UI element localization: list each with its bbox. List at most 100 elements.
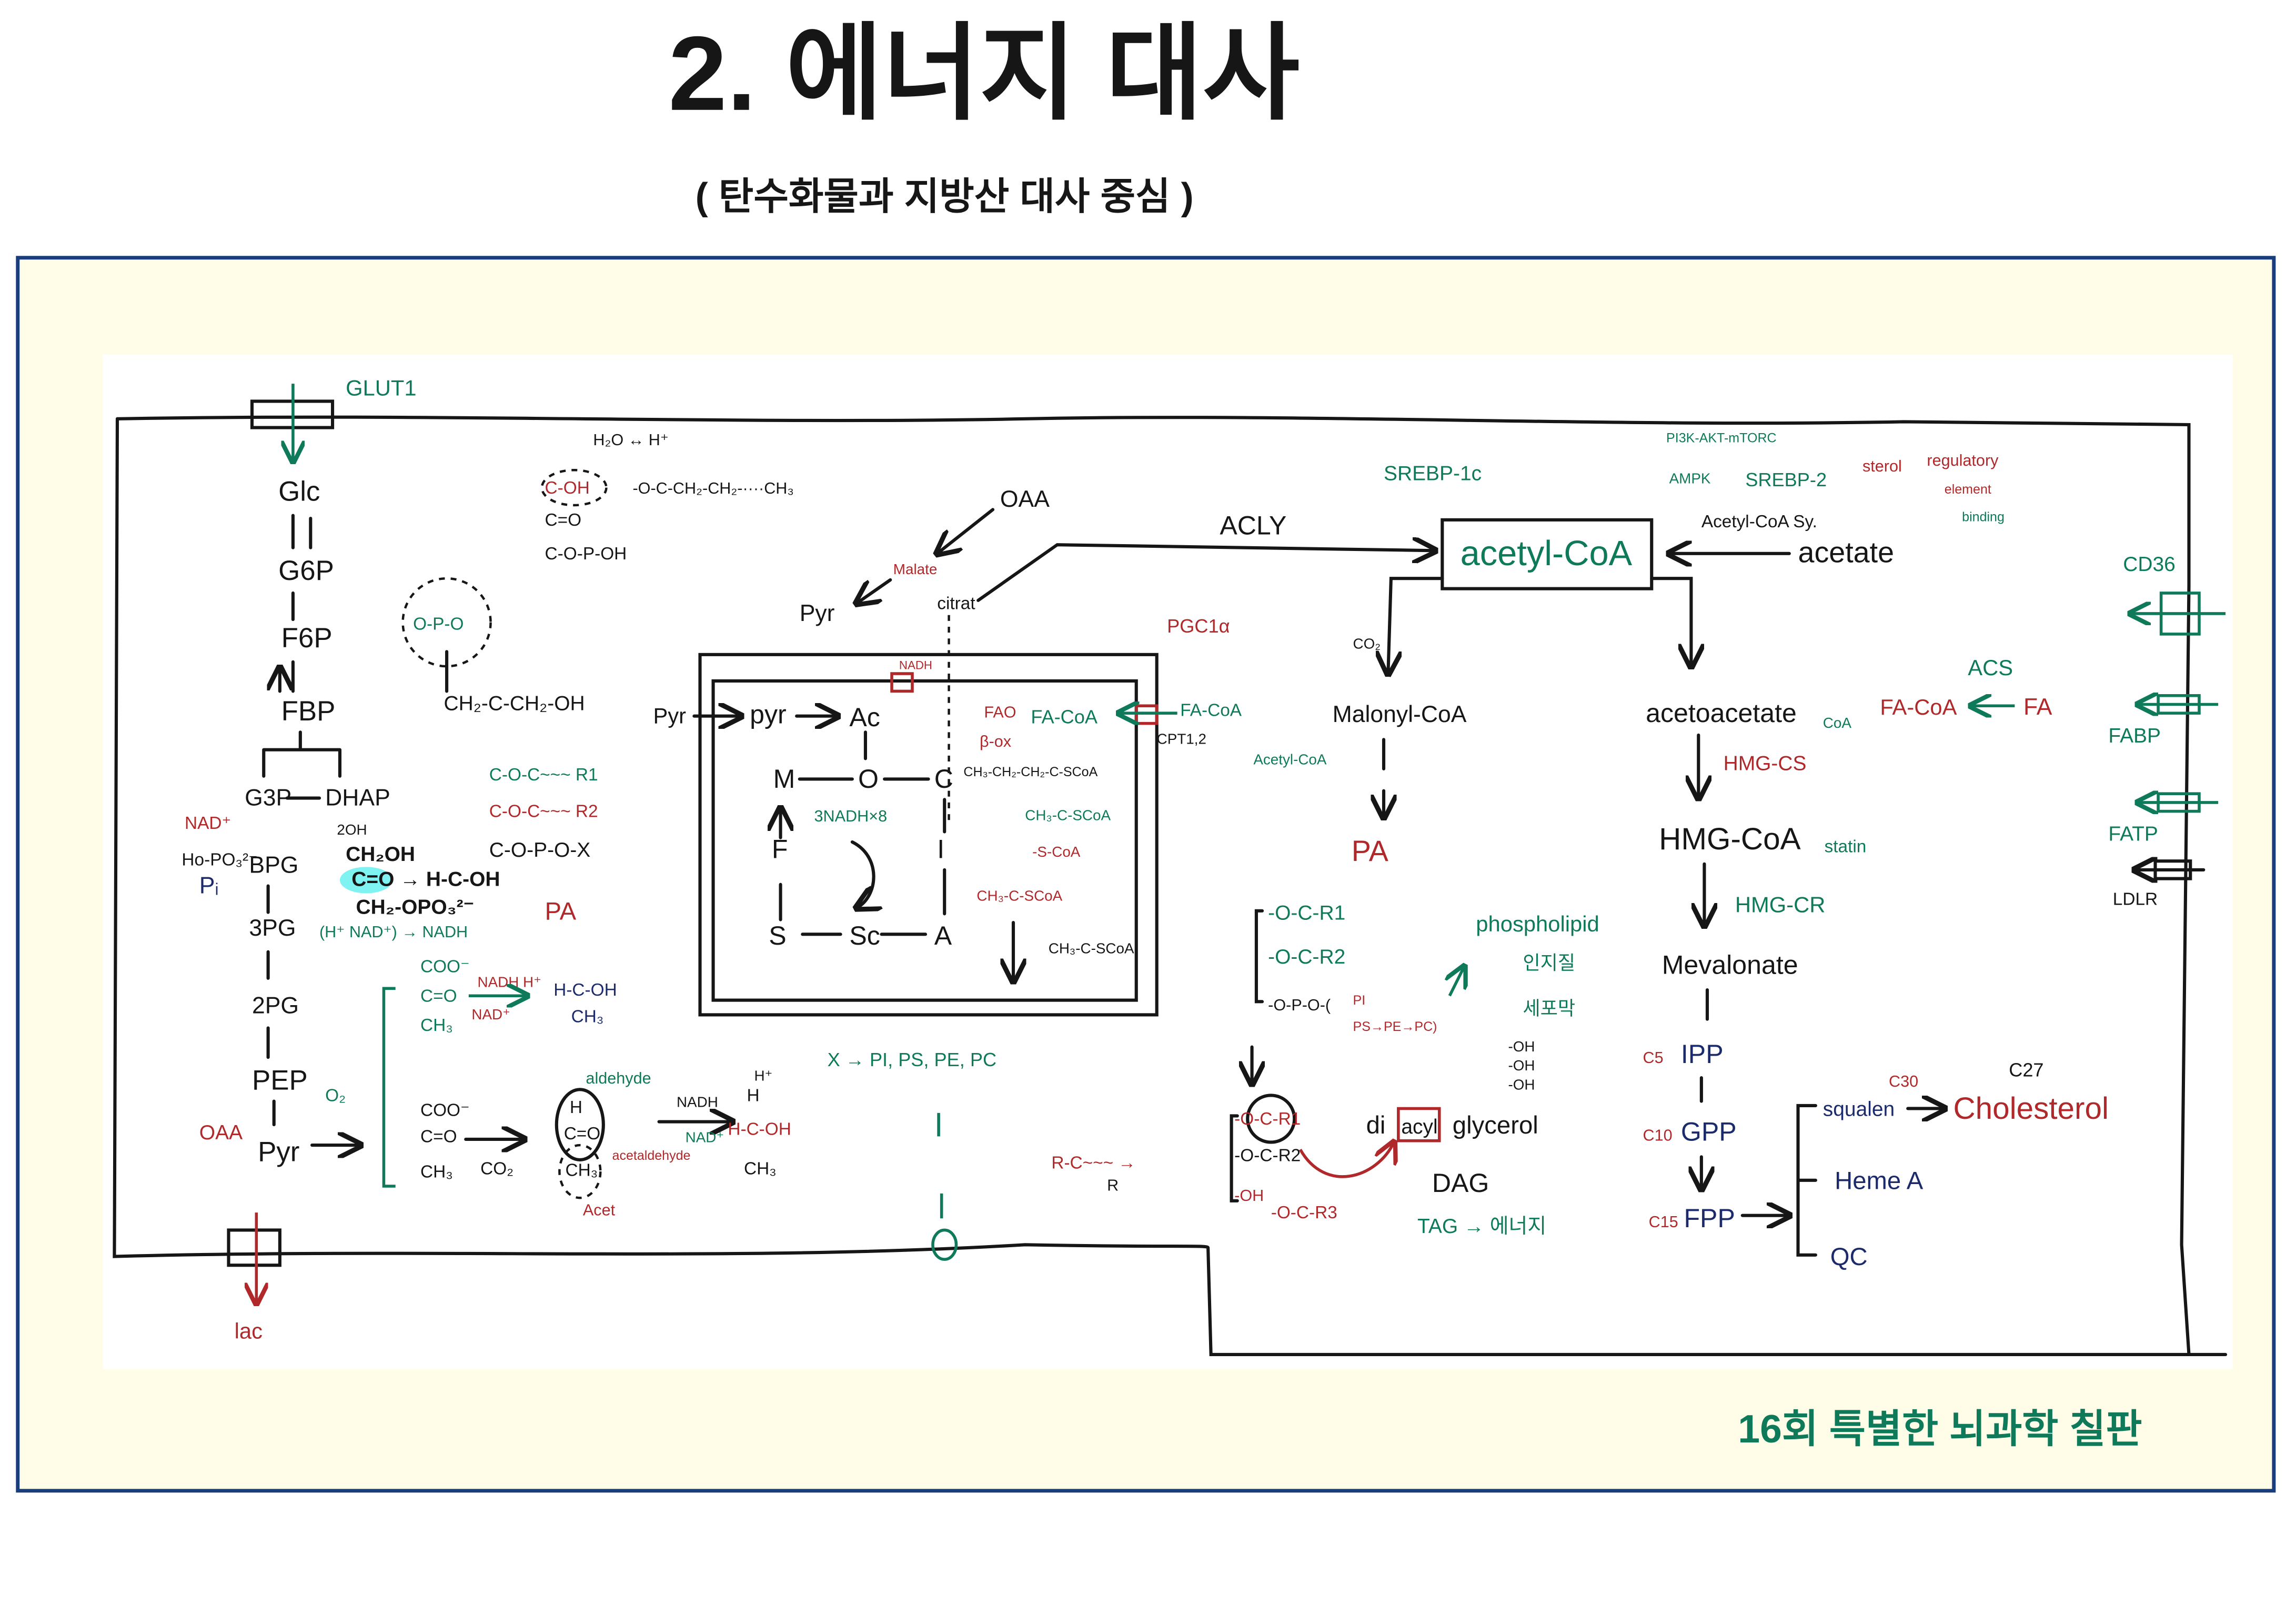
aldehyde: aldehyde	[586, 1069, 651, 1087]
nad-plus: NAD⁺	[185, 814, 231, 833]
mevalonate: Mevalonate	[1662, 950, 1798, 979]
glut1-transporter: GLUT1	[250, 375, 417, 461]
ch3-3: CH₃	[565, 1160, 598, 1180]
dag: DAG	[1432, 1168, 1489, 1198]
injijil: 인지질	[1523, 952, 1575, 974]
acet: Acet	[583, 1201, 616, 1219]
co-hcoh: C=O → H-C-OH	[351, 868, 500, 891]
tca-a: A	[934, 921, 952, 950]
nadh-note: (H⁺ NAD⁺) → NADH	[319, 923, 468, 941]
acetate: acetate	[1798, 536, 1895, 569]
fatp-transporter: FATP	[2108, 794, 2219, 845]
tca-sc: Sc	[849, 921, 880, 950]
acetoacetate: acetoacetate	[1646, 698, 1797, 728]
bpg: BPG	[249, 852, 298, 878]
co-2s: C=O	[420, 1127, 457, 1146]
sepomak: 세포막	[1523, 997, 1575, 1019]
nadh-x8: 3NADH×8	[814, 807, 888, 825]
glut1-label: GLUT1	[346, 375, 417, 400]
regulatory: regulatory	[1927, 452, 1999, 469]
pi: Pᵢ	[199, 873, 219, 898]
fatp-label: FATP	[2108, 823, 2158, 845]
cho: C=O	[564, 1124, 601, 1144]
chain-5: CH₃-C-SCoA	[1049, 940, 1134, 957]
heme-a: Heme A	[1835, 1167, 1924, 1195]
lac: lac	[235, 1318, 263, 1343]
fpp: FPP	[1684, 1204, 1735, 1233]
h-atom: H	[570, 1098, 582, 1117]
acly: ACLY	[1220, 511, 1286, 540]
membrane-channel	[931, 1228, 958, 1261]
pi3k: PI3K-AKT-mTORC	[1666, 430, 1777, 445]
c10: C10	[1643, 1127, 1673, 1145]
citrate: citrat	[937, 594, 975, 614]
fbp: FBP	[281, 696, 336, 727]
chain-4: CH₃-C-SCoA	[976, 887, 1062, 904]
lipid-synthesis: -O-C-R1 -O-C-R2 -O-P-O-( PI PS→PE→PC) ph…	[1230, 902, 1599, 1238]
tag-r1: -O-C-R1	[1234, 1109, 1301, 1129]
acs: ACS	[1968, 655, 2013, 680]
tag-oh: -OH	[1234, 1187, 1264, 1205]
di: di	[1366, 1111, 1386, 1139]
pa-fa: PA	[1352, 835, 1388, 867]
statin: statin	[1825, 837, 1867, 857]
ch3-1b: CH₃	[571, 1007, 604, 1026]
malonyl-coa: Malonyl-CoA	[1333, 701, 1467, 727]
c-oh: C-OH	[545, 478, 590, 498]
nadh-1: NADH H⁺	[478, 974, 541, 990]
sterol: sterol	[1862, 457, 1902, 475]
h-2: H	[747, 1086, 760, 1106]
c15: C15	[1649, 1213, 1678, 1231]
tca-f: F	[772, 835, 788, 864]
acetyl-coa-synthetase: Acetyl-CoA Sy.	[1701, 512, 1817, 532]
oaa-cyto: OAA	[1000, 486, 1050, 512]
fao: FAO	[984, 704, 1016, 721]
ch2opo3: CH₂-OPO₃²⁻	[356, 896, 475, 918]
beta-ox: β-ox	[980, 733, 1011, 750]
x-to-phospholipids: X → PI, PS, PE, PC	[828, 1049, 997, 1070]
pgc1a: PGC1α	[1167, 615, 1230, 637]
fa-coa-mito: FA-CoA	[1031, 706, 1097, 728]
coo-1: COO⁻	[420, 957, 470, 977]
cpt-label: CPT1,2	[1157, 731, 1206, 747]
pa-r2: C-O-C~~~ R2	[489, 802, 598, 821]
tca-i: I	[937, 835, 944, 864]
o2: O₂	[325, 1086, 346, 1106]
hmg-cs: HMG-CS	[1724, 753, 1807, 775]
srebp-1c: SREBP-1c	[1384, 463, 1482, 485]
nad-1: NAD⁺	[471, 1006, 510, 1022]
tca-s: S	[769, 921, 786, 950]
g6p: G6P	[278, 555, 334, 586]
pyr-cyto: Pyr	[800, 600, 835, 626]
c-o-p-oh: C-O-P-OH	[545, 544, 627, 564]
chain-3: -S-CoA	[1032, 844, 1081, 860]
ho-po3: Ho-PO₃²⁻	[182, 850, 257, 870]
highlight-mark	[339, 867, 393, 894]
oaa: OAA	[199, 1121, 243, 1144]
tag-r2: -O-C-R2	[1234, 1146, 1301, 1166]
acetyl-coa-hub: SREBP-1c PI3K-AKT-mTORC AMPK SREBP-2 ste…	[1253, 430, 2109, 1271]
r-label: R	[1107, 1176, 1119, 1194]
h-plus: H⁺	[754, 1068, 772, 1084]
squalene: squalen	[1823, 1098, 1895, 1120]
pl-ps-pe-pc: PS→PE→PC)	[1353, 1019, 1437, 1034]
acetyl-ac: Ac	[849, 703, 880, 732]
pg3: 3PG	[249, 915, 296, 941]
gpp: GPP	[1681, 1117, 1737, 1147]
ester: -O-C-CH₂-CH₂-····CH₃	[632, 479, 793, 497]
coa: CoA	[1823, 715, 1852, 731]
fabp-label: FABP	[2108, 725, 2161, 747]
glycerol: glycerol	[1453, 1111, 1538, 1139]
acetyl-coa-small: Acetyl-CoA	[1253, 751, 1327, 768]
chain-2: CH₃-C-SCoA	[1025, 807, 1111, 823]
tca-m: M	[773, 764, 795, 794]
ch2oh: CH₂OH	[346, 843, 415, 866]
pa-r1: C-O-C~~~ R1	[489, 765, 598, 785]
ch3-1: CH₃	[420, 1016, 453, 1035]
hmg-coa: HMG-CoA	[1659, 822, 1800, 856]
nad-2: NAD⁺	[686, 1129, 724, 1145]
oh-2: -OH	[1508, 1057, 1535, 1074]
acetyl-coa-box	[1441, 518, 1654, 590]
c-o: C=O	[545, 510, 582, 530]
chemical-structures: H₂O ↔ H⁺ C-OH -O-C-CH₂-CH₂-····CH₃ C=O C…	[325, 431, 794, 1219]
